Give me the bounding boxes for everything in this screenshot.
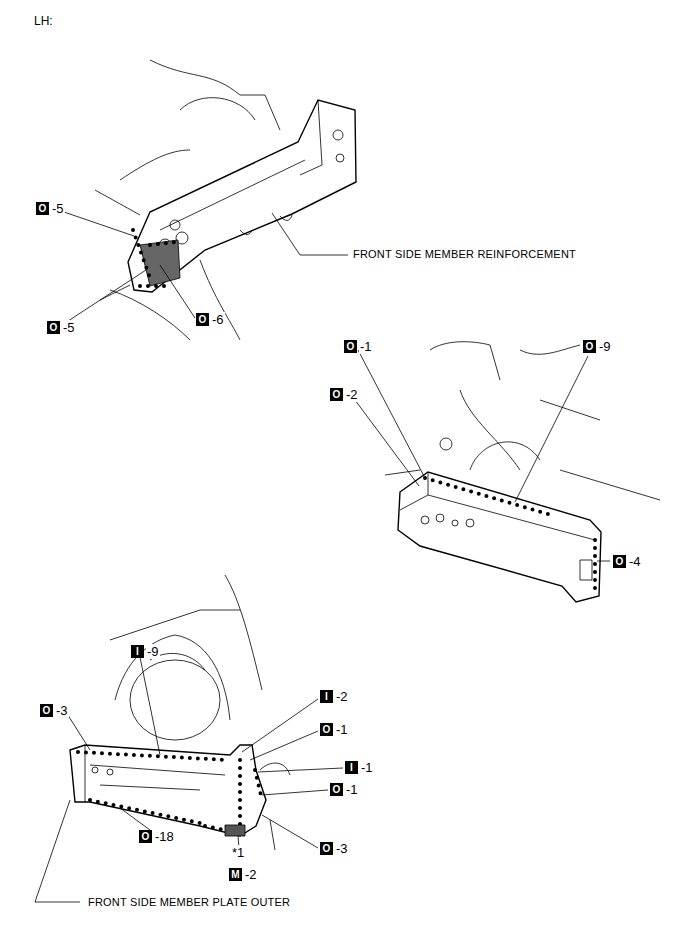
callout-number: -5 <box>62 320 76 335</box>
weld-type-symbol: O <box>330 388 343 401</box>
weld-type-symbol: O <box>330 783 343 796</box>
callout-number: -9 <box>146 644 160 659</box>
callout-number: *1 <box>231 845 245 860</box>
callout-number: -1 <box>360 760 374 775</box>
callout-number: -1 <box>345 782 359 797</box>
weld-type-symbol: O <box>40 704 53 717</box>
callout-number: -6 <box>211 312 225 327</box>
callout-number: -5 <box>51 201 65 216</box>
callout-number: -2 <box>244 867 258 882</box>
callout-number: -2 <box>335 689 349 704</box>
weld-type-symbol: O <box>320 842 333 855</box>
callout-number: -2 <box>345 387 359 402</box>
weld-type-symbol: O <box>47 321 60 334</box>
weld-type-symbol: O <box>613 555 626 568</box>
weld-type-symbol: O <box>139 830 152 843</box>
callout-number: -18 <box>154 829 175 844</box>
part-name: FRONT SIDE MEMBER PLATE OUTER <box>88 896 290 908</box>
weld-type-symbol: I <box>320 690 333 703</box>
weld-type-symbol: I <box>345 761 358 774</box>
part-name: FRONT SIDE MEMBER REINFORCEMENT <box>353 248 576 260</box>
callout-number: -1 <box>335 722 349 737</box>
weld-type-symbol: O <box>583 340 596 353</box>
weld-type-symbol: O <box>344 340 357 353</box>
weld-type-symbol: I <box>131 645 144 658</box>
callout-number: -3 <box>55 703 69 718</box>
weld-type-symbol: M <box>229 868 242 881</box>
weld-type-symbol: O <box>320 723 333 736</box>
callout-number: -9 <box>598 339 612 354</box>
callout-number: -3 <box>335 841 349 856</box>
callout-number: -4 <box>628 554 642 569</box>
view-title: LH: <box>34 14 53 28</box>
callout-number: -1 <box>359 339 373 354</box>
weld-type-symbol: O <box>196 313 209 326</box>
weld-type-symbol: O <box>36 202 49 215</box>
